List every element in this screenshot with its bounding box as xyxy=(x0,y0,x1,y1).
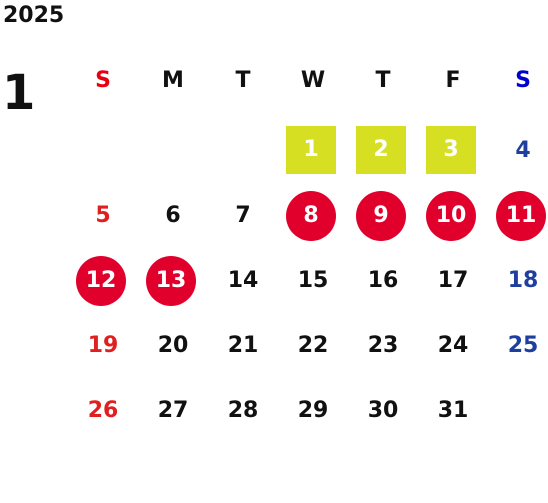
day-cell[interactable]: 24 xyxy=(437,333,469,358)
day-cell[interactable]: 4 xyxy=(515,138,531,163)
day-cell[interactable]: 17 xyxy=(437,268,469,293)
month-number: 1 xyxy=(2,65,36,121)
day-cell[interactable]: 19 xyxy=(87,333,119,358)
day-cell[interactable]: 27 xyxy=(157,398,189,423)
day-cell[interactable]: 21 xyxy=(227,333,259,358)
day-cell[interactable]: 11 xyxy=(496,191,546,241)
day-cell[interactable]: 23 xyxy=(367,333,399,358)
year-label: 2025 xyxy=(3,3,65,28)
day-cell[interactable]: 25 xyxy=(507,333,539,358)
weekday-tue: T xyxy=(235,68,251,93)
day-cell[interactable]: 31 xyxy=(437,398,469,423)
day-cell[interactable]: 14 xyxy=(227,268,259,293)
day-cell[interactable]: 16 xyxy=(367,268,399,293)
day-cell[interactable]: 2 xyxy=(356,126,406,174)
day-cell[interactable]: 7 xyxy=(235,203,251,228)
day-cell[interactable]: 1 xyxy=(286,126,336,174)
day-cell[interactable]: 26 xyxy=(87,398,119,423)
day-cell[interactable]: 22 xyxy=(297,333,329,358)
day-cell[interactable]: 30 xyxy=(367,398,399,423)
day-cell[interactable]: 3 xyxy=(426,126,476,174)
weekday-thu: T xyxy=(375,68,391,93)
weekday-fri: F xyxy=(445,68,461,93)
day-cell[interactable]: 5 xyxy=(95,203,111,228)
day-cell[interactable]: 8 xyxy=(286,191,336,241)
weekday-wed: W xyxy=(300,68,326,93)
weekday-mon: M xyxy=(162,68,184,93)
day-cell[interactable]: 18 xyxy=(507,268,539,293)
weekday-sun: S xyxy=(95,68,111,93)
day-cell[interactable]: 9 xyxy=(356,191,406,241)
day-cell[interactable]: 10 xyxy=(426,191,476,241)
day-cell[interactable]: 6 xyxy=(165,203,181,228)
day-cell[interactable]: 15 xyxy=(297,268,329,293)
day-cell[interactable]: 12 xyxy=(76,256,126,306)
weekday-sat: S xyxy=(515,68,531,93)
day-cell[interactable]: 13 xyxy=(146,256,196,306)
day-cell[interactable]: 29 xyxy=(297,398,329,423)
day-cell[interactable]: 28 xyxy=(227,398,259,423)
day-cell[interactable]: 20 xyxy=(157,333,189,358)
